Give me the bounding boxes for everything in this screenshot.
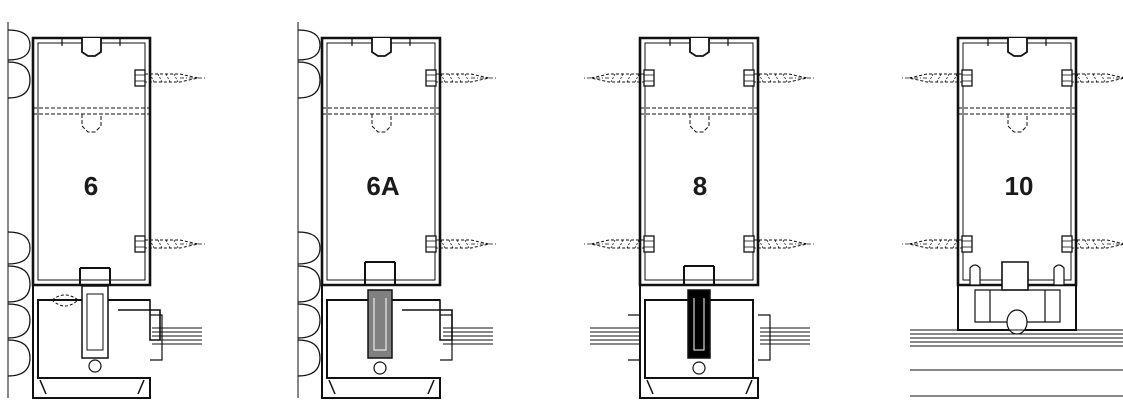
detail-10: 10 [901, 36, 1123, 397]
detail-label-8: 8 [693, 171, 707, 201]
detail-8: 8 [583, 36, 816, 399]
detail-label-6a: 6A [366, 171, 399, 201]
detail-6: 6 [7, 21, 207, 399]
detail-label-6: 6 [84, 171, 98, 201]
detail-6a: 6A [297, 21, 498, 399]
detail-label-10: 10 [1005, 171, 1034, 201]
